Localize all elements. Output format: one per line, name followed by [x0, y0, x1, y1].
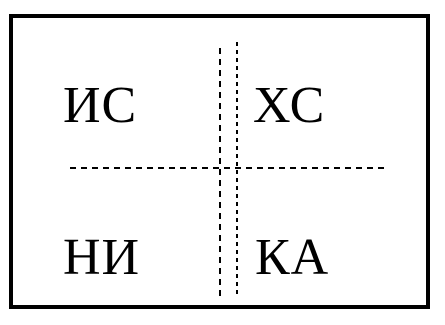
- quadrant-label-top-left: ИС: [63, 77, 138, 134]
- quadrant-label-bottom-left: НИ: [63, 229, 141, 286]
- quadrant-label-top-right: ХС: [253, 77, 326, 134]
- quadrant-label-bottom-right: КА: [255, 229, 330, 286]
